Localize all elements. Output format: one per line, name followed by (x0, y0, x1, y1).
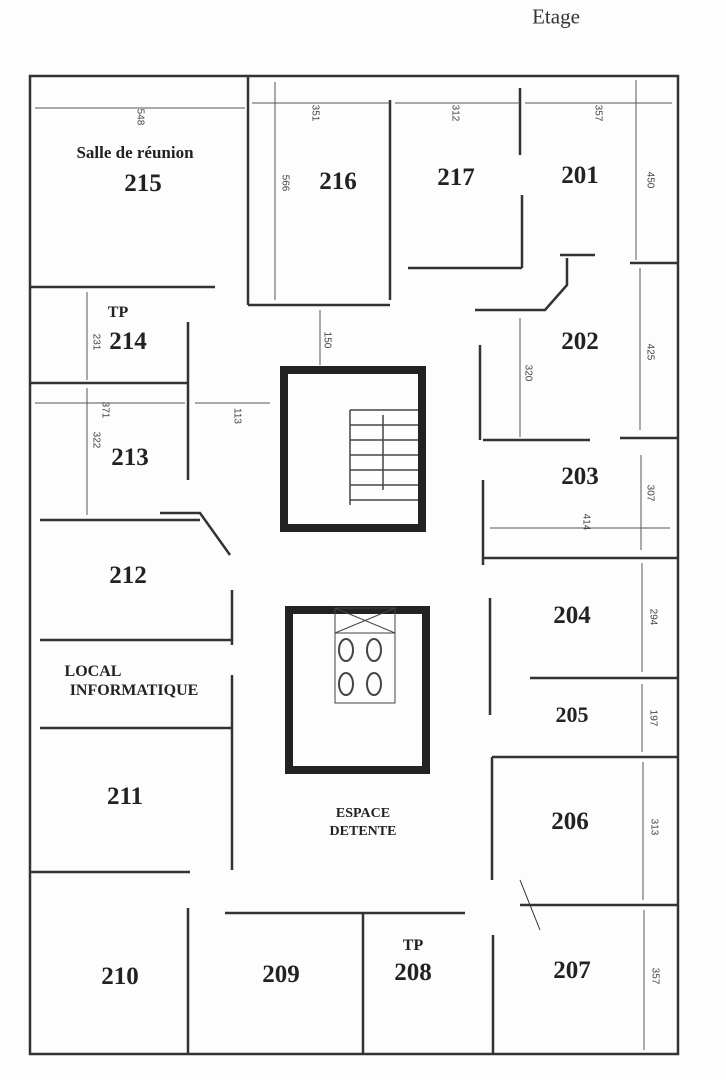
dim-204-height: 294 (647, 608, 659, 626)
dim-213-width: 371 (99, 401, 111, 419)
room-204: 204 (553, 602, 591, 629)
room-211: 211 (106, 783, 144, 810)
room-202: 202 (561, 328, 599, 355)
dim-202-right: 425 (644, 343, 656, 361)
room-203: 203 (561, 463, 599, 490)
room-213: 213 (111, 444, 149, 471)
dim-205-height: 197 (647, 709, 659, 727)
dim-206-height: 313 (648, 818, 660, 836)
room-209: 209 (262, 961, 300, 988)
room-210: 210 (101, 963, 139, 990)
local-informatique-label-2: INFORMATIQUE (69, 682, 199, 699)
dim-216-width: 351 (309, 104, 321, 122)
dim-213-height: 322 (90, 431, 102, 449)
room-215-name: Salle de réunion (76, 143, 194, 162)
room-214-tag: TP (107, 304, 129, 321)
dim-203-height: 307 (644, 484, 656, 502)
dim-stair-gap: 150 (321, 331, 333, 349)
dim-203-width: 414 (580, 513, 592, 531)
room-214-number: 214 (109, 328, 147, 355)
outer-wall (28, 74, 680, 1056)
local-informatique-label-1: LOCAL (64, 663, 122, 680)
dim-202-height: 320 (522, 364, 534, 382)
dim-214-height: 231 (90, 333, 102, 351)
elevator-core (285, 606, 430, 774)
dim-201-height: 450 (644, 171, 656, 189)
room-207: 207 (553, 957, 591, 984)
room-212: 212 (109, 562, 147, 589)
room-215-number: 215 (124, 170, 162, 197)
dim-215-width: 548 (134, 108, 146, 126)
dim-corridor: 113 (231, 408, 243, 424)
room-208-tag: TP (402, 937, 424, 954)
room-217: 217 (437, 164, 475, 191)
room-208-number: 208 (394, 959, 432, 986)
stair-core (280, 366, 426, 532)
dim-216-height: 566 (279, 174, 291, 192)
dim-217-width: 312 (449, 104, 461, 122)
dim-207-height: 357 (649, 967, 661, 985)
espace-detente-label-2: DETENTE (329, 824, 397, 839)
room-216: 216 (319, 168, 357, 195)
room-205: 205 (555, 702, 589, 727)
dim-201-width: 357 (592, 104, 604, 122)
room-206: 206 (551, 808, 589, 835)
floor-title: Etage (532, 4, 580, 29)
espace-detente-label-1: ESPACE (335, 806, 391, 821)
room-201: 201 (561, 162, 599, 189)
